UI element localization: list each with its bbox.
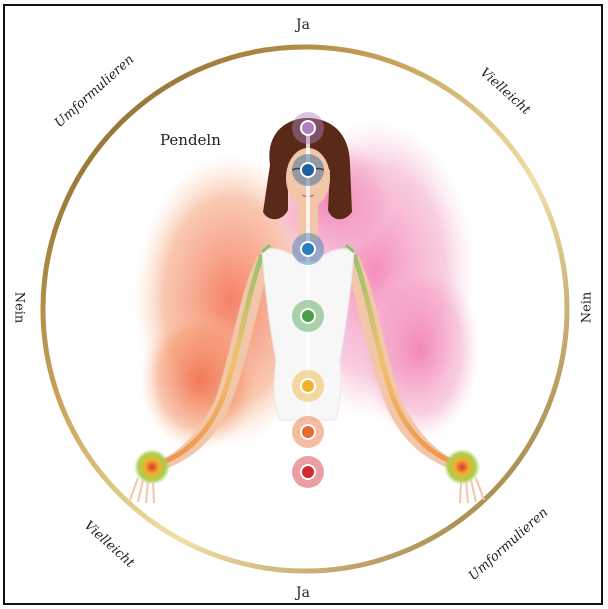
label-right-nein: Nein	[580, 292, 593, 324]
right-hand-glow	[444, 449, 484, 503]
solar-plexus-chakra	[292, 370, 324, 402]
heart-chakra	[292, 300, 324, 332]
title-pendeln: Pendeln	[160, 131, 221, 149]
third-eye-chakra	[292, 154, 324, 186]
root-chakra	[292, 456, 324, 488]
throat-chakra	[292, 233, 324, 265]
left-hand-glow	[130, 449, 170, 503]
sacral-chakra	[292, 416, 324, 448]
label-left-nein: Nein	[12, 292, 25, 324]
crown-chakra	[292, 112, 324, 144]
label-top-ja: Ja	[296, 18, 310, 32]
label-bottom-ja: Ja	[296, 586, 310, 600]
